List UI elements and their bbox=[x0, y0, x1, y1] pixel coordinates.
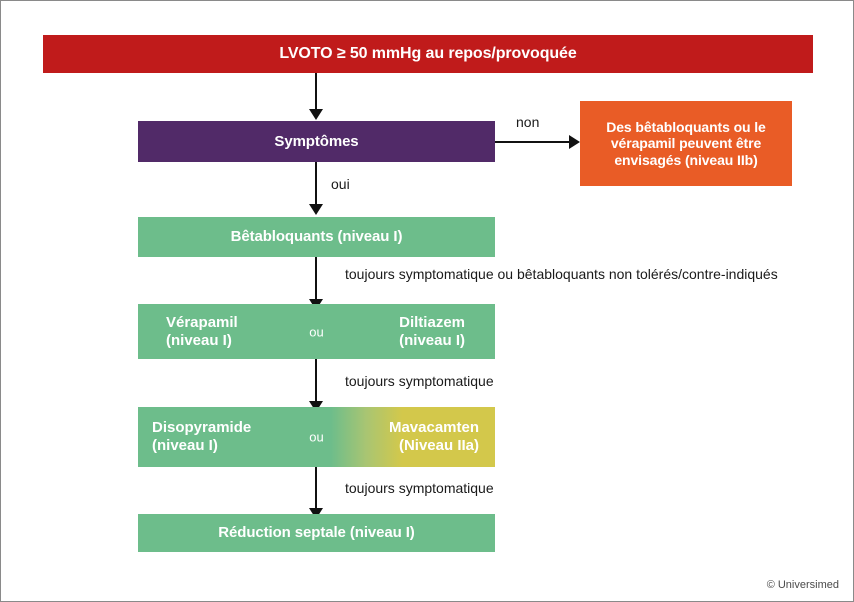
node-disopyramide[interactable]: Disopyramide (niveau I) bbox=[138, 407, 316, 467]
connector-symptomes-to-non bbox=[495, 141, 571, 143]
edge-label-non: non bbox=[516, 114, 540, 130]
node-verapamil-diltiazem-background bbox=[138, 304, 495, 359]
arrowhead-lvoto-to-symptomes bbox=[309, 109, 323, 120]
arrowhead-thirdline-to-septal bbox=[309, 508, 323, 519]
node-verapamil-line2: (niveau I) bbox=[166, 331, 232, 349]
node-mavacamten-line1: Mavacamten bbox=[388, 419, 479, 436]
node-reduction-septale-label: Réduction septale (niveau I) bbox=[218, 524, 415, 542]
node-mavacamten-line2: (Niveau IIa) bbox=[398, 437, 479, 454]
edge-label-still-symptomatic-or-intolerant: toujours symptomatique ou bêtabloquants … bbox=[345, 266, 778, 282]
node-verapamil-diltiazem-conjunction: ou bbox=[309, 324, 324, 339]
node-betabloquants[interactable]: Bêtabloquants (niveau I) bbox=[138, 217, 495, 257]
node-disopyramide-mavacamten-background bbox=[138, 407, 495, 467]
node-verapamil-diltiazem[interactable]: Vérapamil (niveau I) Diltiazem (niveau I… bbox=[138, 304, 495, 359]
node-verapamil-line1: Vérapamil bbox=[166, 313, 238, 331]
copyright-credit: © Universimed bbox=[766, 579, 839, 591]
connector-symptomes-to-betabloquants bbox=[315, 162, 317, 206]
node-betablockers-verapamil-iib-line3: envisagés (niveau IIb) bbox=[614, 151, 758, 168]
node-diltiazem-line1: Diltiazem bbox=[399, 313, 465, 331]
node-diltiazem-line2: (niveau I) bbox=[399, 331, 465, 349]
connector-thirdline-to-septal bbox=[315, 467, 317, 510]
node-lvoto-label: LVOTO ≥ 50 mmHg au repos/provoquée bbox=[279, 44, 577, 62]
arrowhead-symptomes-to-betabloquants bbox=[309, 204, 323, 215]
node-betablockers-verapamil-iib[interactable]: Des bêtabloquants ou le vérapamil peuven… bbox=[580, 101, 792, 186]
node-reduction-septale[interactable]: Réduction septale (niveau I) bbox=[138, 514, 495, 552]
node-disopyramide-line1: Disopyramide bbox=[152, 419, 252, 436]
node-betabloquants-label: Bêtabloquants (niveau I) bbox=[230, 228, 403, 246]
connector-betabloquants-to-calcium bbox=[315, 257, 317, 301]
node-symptomes[interactable]: Symptômes bbox=[138, 121, 495, 162]
node-mavacamten[interactable]: Mavacamten (Niveau IIa) bbox=[316, 407, 496, 467]
node-disopyramide-line2: (niveau I) bbox=[152, 437, 218, 454]
node-disopyramide-mavacamten[interactable]: Disopyramide (niveau I) Mavacamten (Nive… bbox=[138, 407, 495, 467]
node-betablockers-verapamil-iib-line1: Des bêtabloquants ou le bbox=[606, 118, 766, 135]
arrowhead-calcium-to-thirdline bbox=[309, 401, 323, 412]
node-symptomes-label: Symptômes bbox=[274, 132, 359, 150]
connector-lvoto-to-symptomes bbox=[315, 73, 317, 110]
node-diltiazem[interactable]: Diltiazem (niveau I) bbox=[316, 304, 496, 359]
edge-label-oui: oui bbox=[331, 176, 350, 192]
edge-label-still-symptomatic-2: toujours symptomatique bbox=[345, 480, 494, 496]
node-betablockers-verapamil-iib-line2: vérapamil peuvent être bbox=[610, 135, 762, 152]
arrowhead-symptomes-to-non bbox=[569, 135, 580, 149]
node-disopyramide-mavacamten-conjunction: ou bbox=[309, 429, 324, 445]
edge-label-still-symptomatic-1: toujours symptomatique bbox=[345, 373, 494, 389]
connector-calcium-to-thirdline bbox=[315, 359, 317, 403]
node-verapamil[interactable]: Vérapamil (niveau I) bbox=[138, 304, 316, 359]
node-lvoto[interactable]: LVOTO ≥ 50 mmHg au repos/provoquée bbox=[43, 35, 813, 73]
